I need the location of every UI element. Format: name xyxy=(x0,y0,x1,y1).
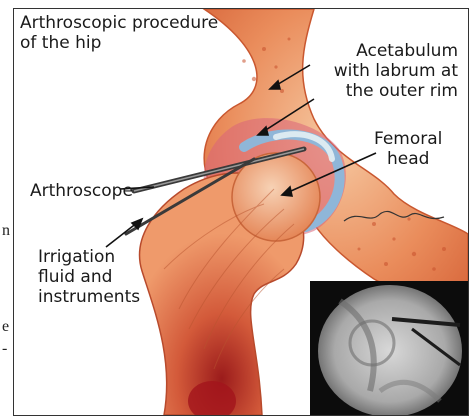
xray-inset xyxy=(310,281,469,415)
xray-image xyxy=(310,281,469,415)
label-femoral-head: Femoral head xyxy=(374,129,442,169)
label-arthroscope: Arthroscope xyxy=(30,181,133,201)
hip-arthroscopy-illustration: Arthroscopic procedure of the hip Acetab… xyxy=(13,8,469,416)
femoral-head-shape xyxy=(232,153,320,241)
label-acetabulum: Acetabulum with labrum at the outer rim xyxy=(334,41,458,101)
label-irrigation: Irrigation fluid and instruments xyxy=(38,247,140,307)
figure-title: Arthroscopic procedure of the hip xyxy=(20,13,218,53)
